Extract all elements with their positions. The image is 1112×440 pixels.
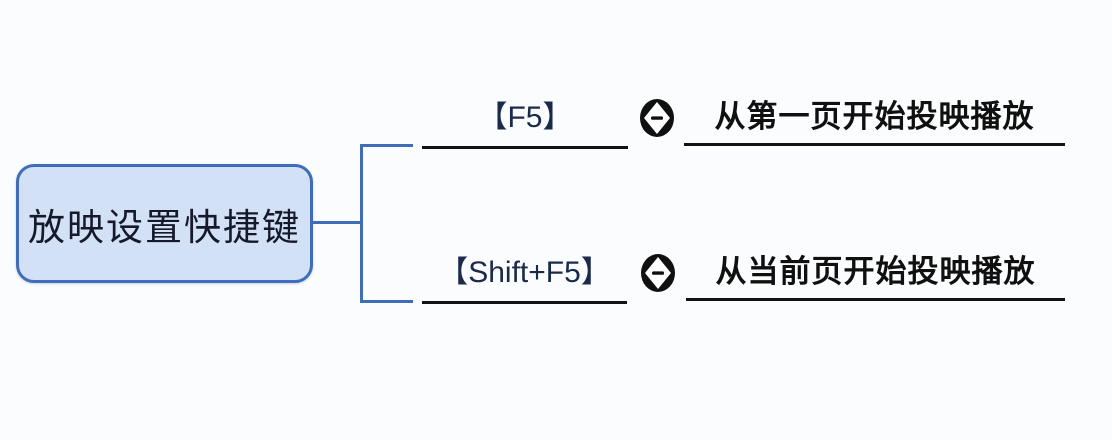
connector-branch-1 xyxy=(360,144,413,147)
branch-1-key-topic[interactable]: 【F5】 xyxy=(422,94,628,149)
branch-1-action-topic[interactable]: 从第一页开始投映播放 xyxy=(684,92,1065,146)
root-topic-label: 放映设置快捷键 xyxy=(28,207,301,249)
branch-2-key-label: 【Shift+F5】 xyxy=(438,256,611,289)
connector-branch-2 xyxy=(360,300,413,303)
root-topic-node[interactable]: 放映设置快捷键 xyxy=(16,164,313,283)
branch-2-action-topic[interactable]: 从当前页开始投映播放 xyxy=(686,248,1065,301)
branch-2-key-topic[interactable]: 【Shift+F5】 xyxy=(422,249,627,304)
connector-root-to-trunk xyxy=(312,221,361,224)
diamond-eye-marker-icon[interactable] xyxy=(638,97,676,139)
branch-2-action-label: 从当前页开始投映播放 xyxy=(715,254,1036,289)
diamond-eye-marker-icon[interactable] xyxy=(639,252,677,294)
connector-trunk xyxy=(360,144,363,303)
branch-1-key-label: 【F5】 xyxy=(477,101,573,134)
branch-1-action-label: 从第一页开始投映播放 xyxy=(714,99,1035,134)
